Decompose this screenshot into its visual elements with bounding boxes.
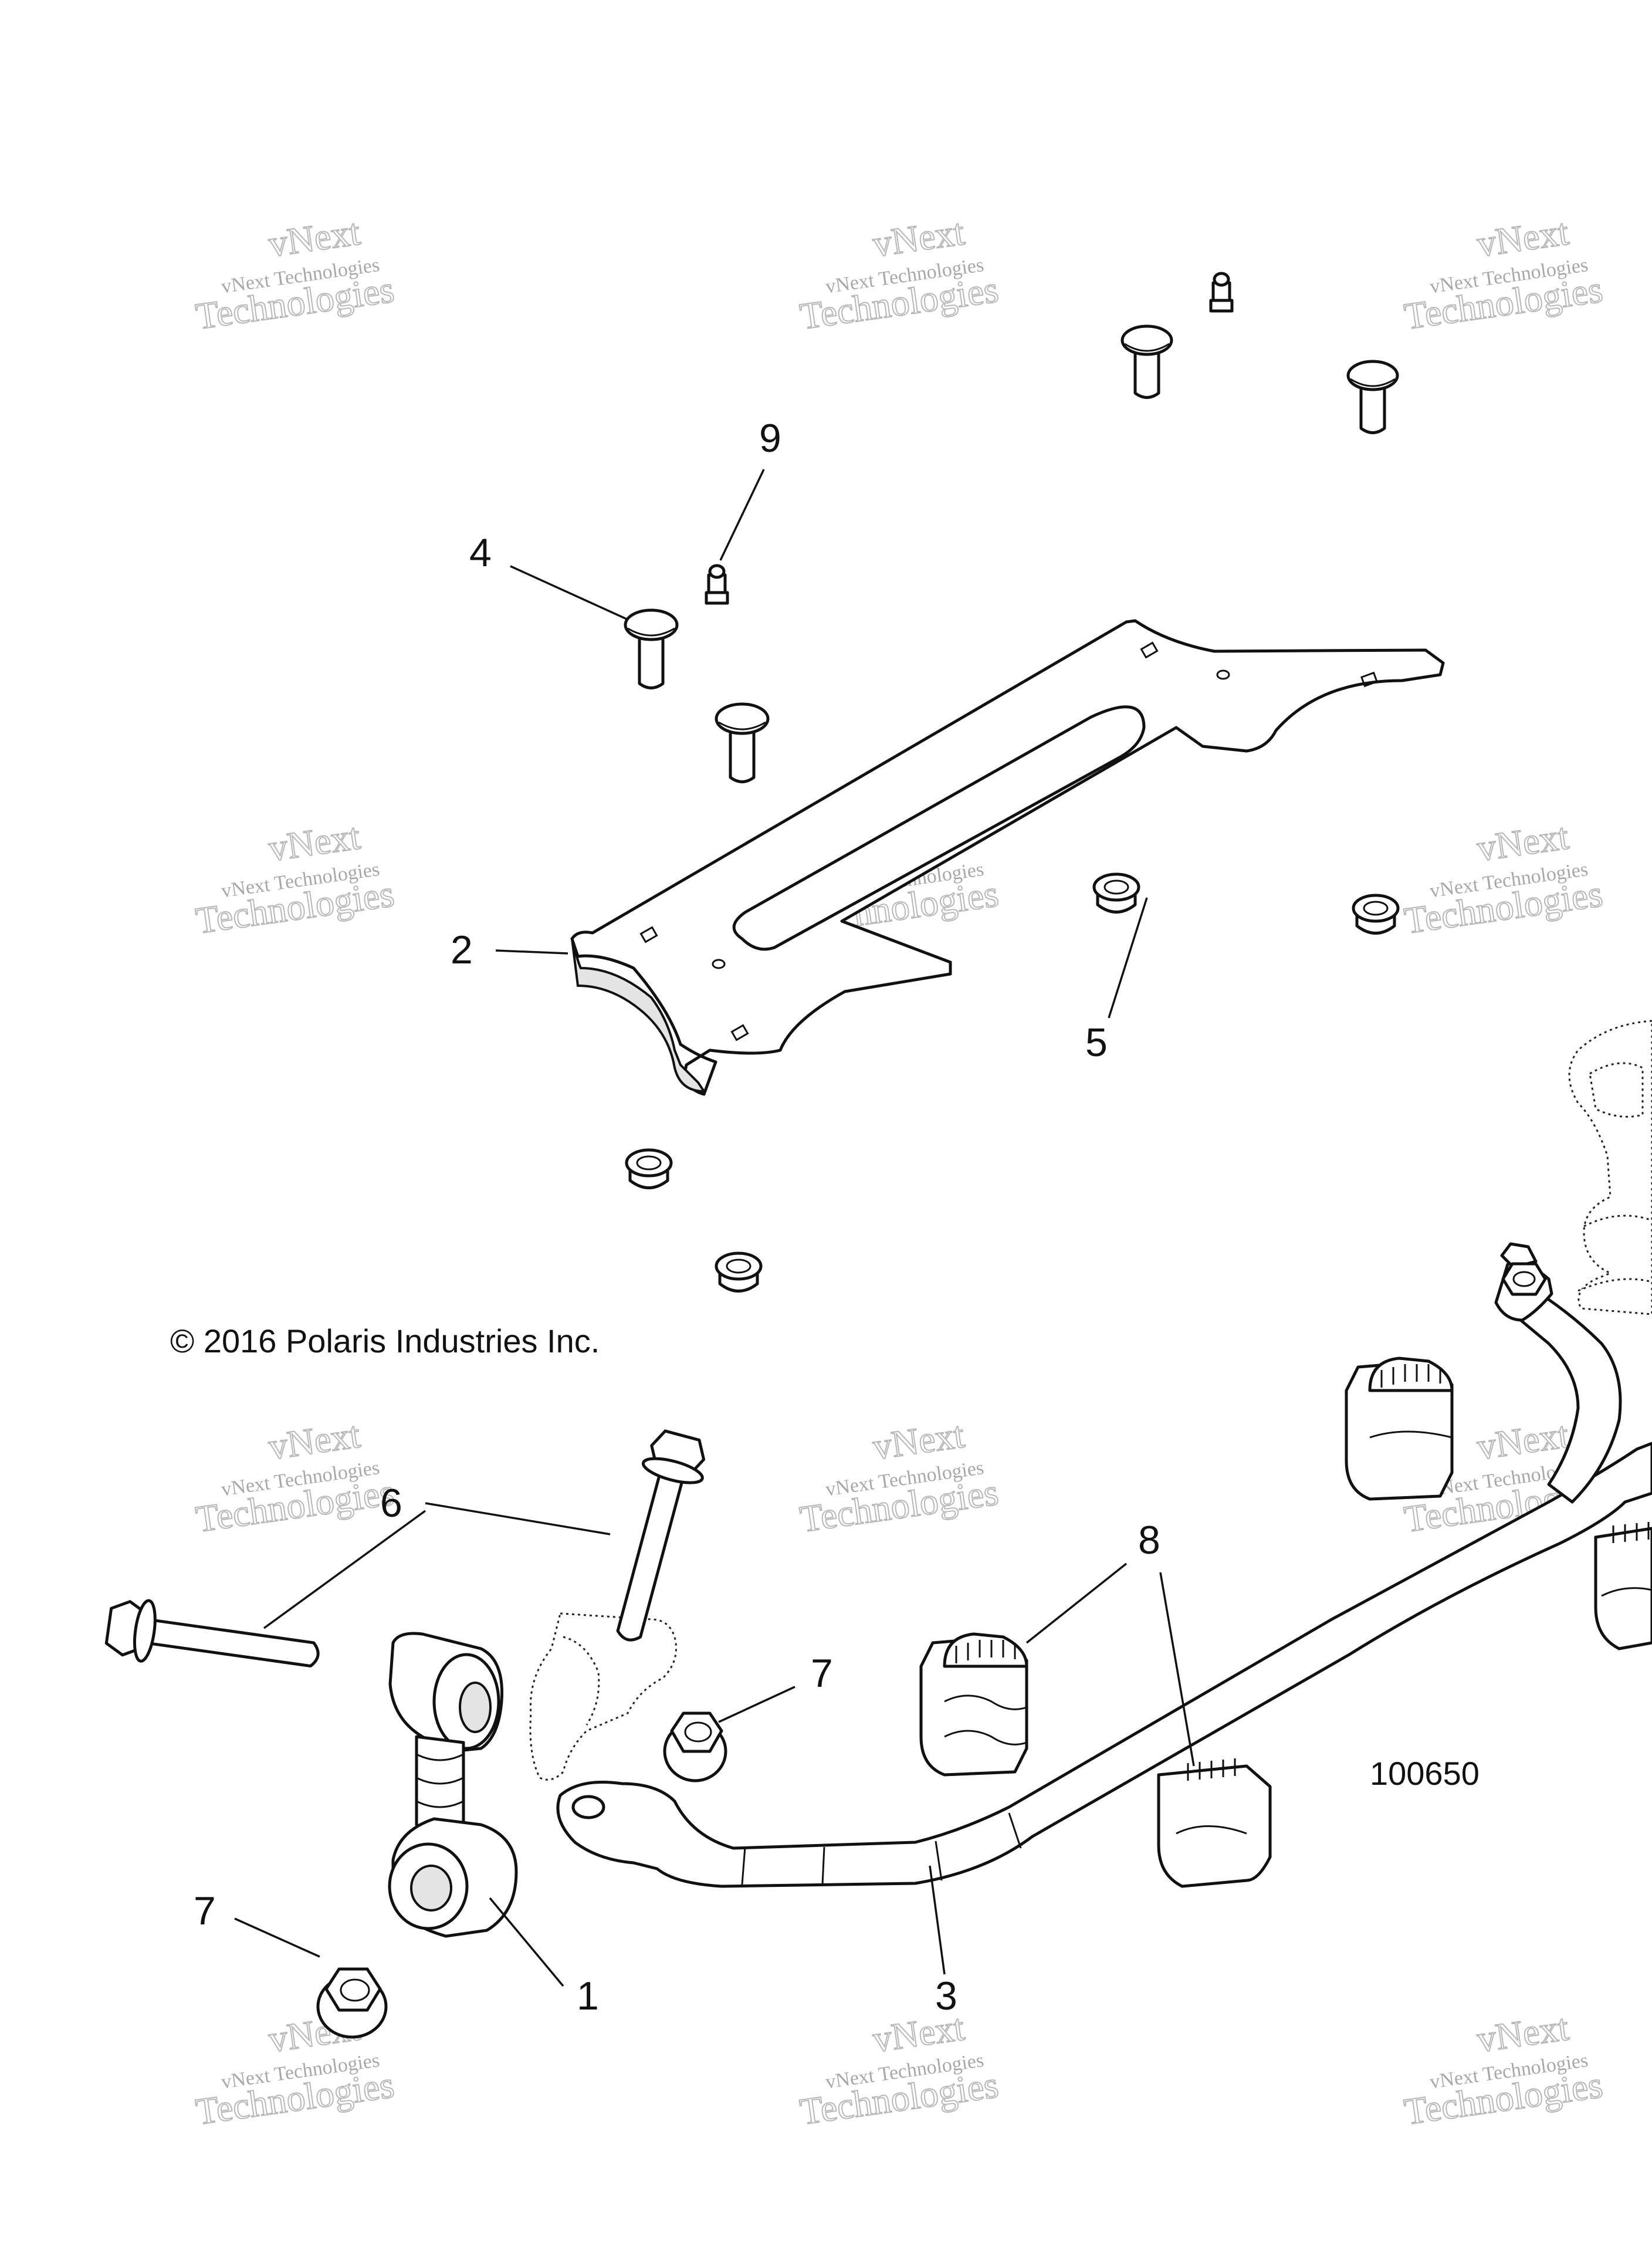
callout-9: 9 <box>759 416 781 461</box>
callout-5: 5 <box>1085 1020 1108 1065</box>
end-link-icon <box>388 1632 518 1938</box>
svg-text:vNext: vNext <box>266 1413 363 1467</box>
watermark: vNext vNext Technologies Technologies <box>192 210 397 338</box>
stabilizer-bar-icon <box>556 1242 1652 1888</box>
shock-reference-icon <box>1568 1020 1652 1315</box>
bushing-icon <box>919 1632 1028 1777</box>
callout-6: 6 <box>380 1481 402 1525</box>
flange-nut-icon <box>715 1251 763 1293</box>
flange-bolt-icon <box>1501 1262 1547 1296</box>
watermark: vNext vNext Technologies Technologies <box>1401 814 1606 942</box>
watermark: vNext vNext Technologies Technologies <box>797 1413 1001 1541</box>
callout-1: 1 <box>577 1974 599 2018</box>
flange-bolt-icon <box>104 1599 320 1668</box>
callout-3: 3 <box>935 1974 957 2018</box>
carriage-bolt-icon <box>1120 324 1173 399</box>
mount-reference-icon <box>529 1612 677 1781</box>
flange-nut-icon <box>1092 872 1140 914</box>
watermark: vNext vNext Technologies Technologies <box>192 814 397 942</box>
grease-fitting-icon <box>705 564 729 605</box>
watermark: vNext vNext Technologies Technologies <box>1401 2005 1606 2133</box>
svg-text:vNext: vNext <box>266 815 363 869</box>
svg-text:vNext: vNext <box>266 211 363 265</box>
watermark: vNext vNext Technologies Technologies <box>1401 210 1606 338</box>
bushing-icon <box>1157 1758 1272 1888</box>
copyright-notice: © 2016 Polaris Industries Inc. <box>170 1322 600 1359</box>
svg-text:vNext: vNext <box>1474 1413 1571 1467</box>
callout-8: 8 <box>1138 1518 1160 1562</box>
svg-text:vNext: vNext <box>1474 815 1571 869</box>
callout-2: 2 <box>451 928 473 972</box>
watermark: vNext vNext Technologies Technologies <box>797 2005 1001 2133</box>
flange-nut-icon <box>316 1967 388 2039</box>
bushing-icon <box>1594 1522 1652 1650</box>
watermark: vNext vNext Technologies Technologies <box>192 1413 397 1541</box>
svg-text:vNext: vNext <box>1474 211 1571 265</box>
leader-lines <box>234 469 1195 1987</box>
svg-text:vNext: vNext <box>1474 2006 1571 2060</box>
carriage-bolt-icon <box>715 702 770 783</box>
bracket-icon <box>570 619 1445 1096</box>
svg-text:vNext: vNext <box>870 1413 967 1467</box>
callouts: 1 2 3 4 5 6 7 7 8 9 <box>194 416 1160 2018</box>
flange-bolt-icon <box>616 1429 706 1642</box>
watermark: vNext vNext Technologies Technologies <box>797 210 1001 338</box>
callout-4: 4 <box>469 530 492 575</box>
grease-fitting-icon <box>1209 272 1234 313</box>
carriage-bolt-icon <box>1346 360 1399 434</box>
figure-number: 100650 <box>1370 1755 1480 1792</box>
flange-nut-icon <box>1352 894 1400 935</box>
bushing-icon <box>1345 1356 1454 1501</box>
flange-nut-icon <box>663 1711 727 1782</box>
carriage-bolt-icon <box>624 608 679 689</box>
callout-7: 7 <box>811 1651 833 1696</box>
svg-text:vNext: vNext <box>870 211 967 265</box>
flange-nut-icon <box>625 1148 673 1189</box>
callout-7: 7 <box>194 1889 216 1933</box>
